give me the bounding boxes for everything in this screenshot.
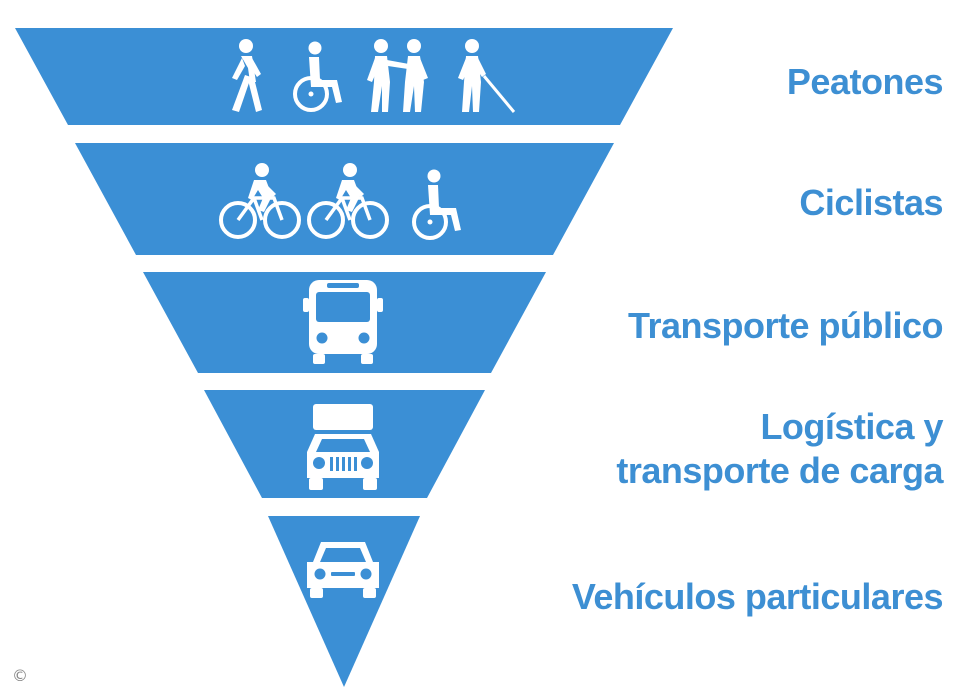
tier-label-private-vehicles: Vehículos particulares [571, 576, 944, 617]
tier-label-line: transporte de carga [616, 450, 943, 491]
cargo-truck-icon [307, 404, 379, 490]
tier-label-cyclists: Ciclistas [799, 182, 943, 223]
tier-private-vehicles [268, 516, 420, 687]
bus-icon [303, 280, 383, 364]
tier-pedestrians [15, 28, 673, 125]
tier-label-pedestrians: Peatones [786, 61, 944, 102]
tier-label-public-transport: Transporte público [627, 305, 944, 346]
copyright-mark: © [12, 666, 28, 685]
tier-label-line: Logística y [760, 406, 943, 447]
